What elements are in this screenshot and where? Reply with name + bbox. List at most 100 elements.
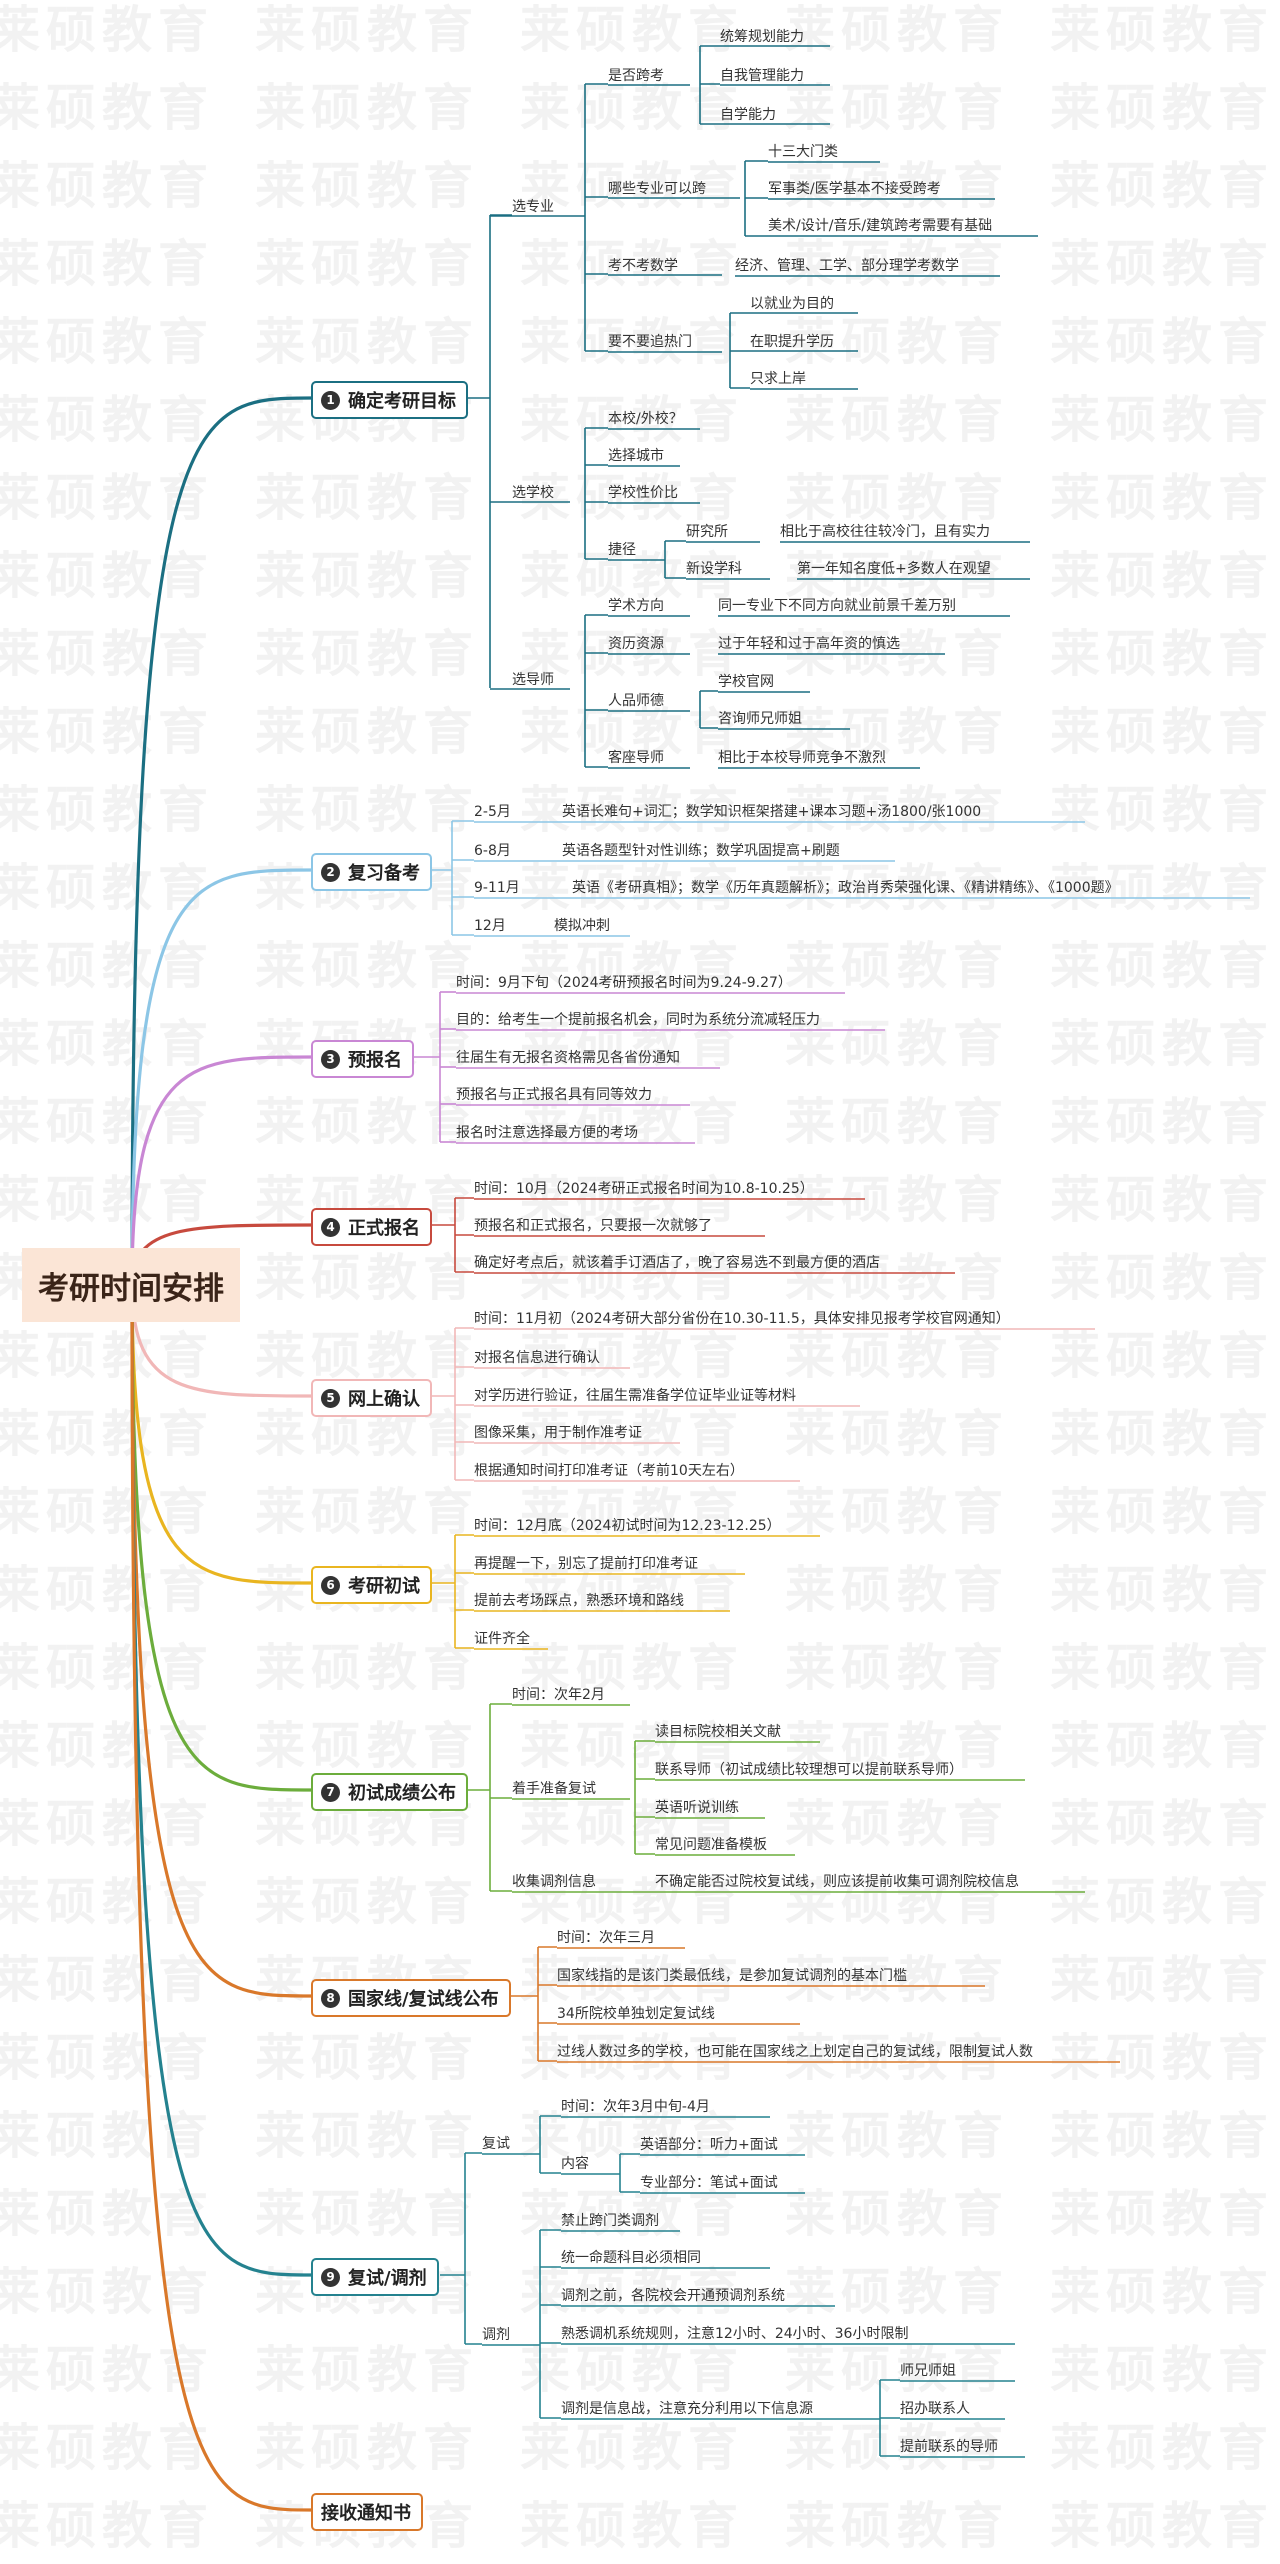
leaf-label: 学校性价比 (608, 485, 678, 501)
leaf-label: 再提醒一下，别忘了提前打印准考证 (474, 1556, 698, 1572)
leaf-label: 禁止跨门类调剂 (561, 2213, 659, 2229)
leaf-label: 招办联系人 (900, 2401, 970, 2417)
topic-label: 资历资源 (608, 636, 664, 652)
leaf-label: 提前去考场踩点，熟悉环境和路线 (474, 1593, 684, 1609)
leaf-label: 学校官网 (718, 674, 774, 690)
leaf-label: 以就业为目的 (750, 296, 834, 312)
leaf-label: 统筹规划能力 (720, 29, 804, 45)
topic-label: 客座导师 (608, 750, 664, 766)
topic-label: 调剂是信息战，注意充分利用以下信息源 (561, 2401, 813, 2417)
leaf-label: 国家线指的是该门类最低线，是参加复试调剂的基本门槛 (557, 1968, 907, 1984)
leaf-label: 时间：10月（2024考研正式报名时间为10.8-10.25） (474, 1181, 814, 1197)
section-title: 预报名 (348, 1050, 402, 1071)
section-number-badge: 8 (321, 1988, 340, 2008)
leaf-label: 选择城市 (608, 448, 664, 464)
topic-label: 要不要追热门 (608, 334, 692, 350)
topic-label: 9-11月 (474, 880, 520, 896)
leaf-label: 咨询师兄师姐 (718, 711, 802, 727)
leaf-label: 过于年轻和过于高年资的慎选 (718, 636, 900, 652)
connector-line (130, 1284, 312, 1585)
leaf-label: 十三大门类 (768, 144, 838, 160)
topic-label: 12月 (474, 918, 506, 934)
section-8[interactable]: 8 国家线/复试线公布 (311, 1979, 511, 2017)
topic-label: 新设学科 (686, 561, 742, 577)
leaf-label: 英语长难句+词汇；数学知识框架搭建+课本习题+汤1800/张1000 (562, 804, 982, 820)
leaf-label: 熟悉调机系统规则，注意12小时、24小时、36小时限制 (561, 2326, 909, 2342)
leaf-label: 师兄师姐 (900, 2363, 956, 2379)
section-title: 确定考研目标 (348, 391, 456, 412)
section-4[interactable]: 4 正式报名 (311, 1208, 432, 1246)
section-10[interactable]: 接收通知书 (311, 2493, 423, 2531)
leaf-label: 专业部分：笔试+面试 (640, 2175, 778, 2191)
leaf-label: 本校/外校？ (608, 411, 683, 427)
topic-label: 考不考数学 (608, 258, 678, 274)
leaf-label: 往届生有无报名资格需见各省份通知 (456, 1050, 680, 1066)
section-title: 国家线/复试线公布 (348, 1989, 499, 2010)
leaf-label: 根据通知时间打印准考证（考前10天左右） (474, 1463, 744, 1479)
section-7[interactable]: 7 初试成绩公布 (311, 1773, 468, 1811)
leaf-label: 自我管理能力 (720, 68, 804, 84)
section-title: 接收通知书 (321, 2503, 411, 2524)
leaf-label: 自学能力 (720, 107, 776, 123)
leaf-label: 对报名信息进行确认 (474, 1350, 600, 1366)
topic-label: 2-5月 (474, 804, 511, 820)
section-number-badge: 7 (321, 1782, 340, 1802)
leaf-label: 时间：9月下旬（2024考研预报名时间为9.24-9.27） (456, 975, 792, 991)
leaf-label: 相比于本校导师竞争不激烈 (718, 750, 886, 766)
section-2[interactable]: 2 复习备考 (311, 853, 432, 891)
leaf-label: 英语《考研真相》；数学《历年真题解析》；政治肖秀荣强化课、《精讲精练》、《100… (572, 880, 1119, 896)
section-number-badge: 1 (321, 390, 340, 410)
leaf-label: 经济、管理、工学、部分理学考数学 (735, 258, 959, 274)
root-topic: 考研时间安排 (22, 1248, 240, 1322)
topic-label: 选学校 (512, 485, 554, 501)
section-title: 初试成绩公布 (348, 1783, 456, 1804)
topic-label: 内容 (561, 2156, 589, 2172)
leaf-label: 不确定能否过院校复试线，则应该提前收集可调剂院校信息 (655, 1874, 1019, 1890)
leaf-label: 预报名与正式报名具有同等效力 (456, 1087, 652, 1103)
leaf-label: 时间：12月底（2024初试时间为12.23-12.25） (474, 1518, 781, 1534)
topic-label: 选导师 (512, 672, 554, 688)
leaf-label: 调剂之前，各院校会开通预调剂系统 (561, 2288, 785, 2304)
leaf-label: 英语听说训练 (655, 1800, 739, 1816)
connector-line (130, 1284, 312, 1998)
leaf-label: 相比于高校往往较冷门，且有实力 (780, 524, 990, 540)
leaf-label: 时间：次年三月 (557, 1930, 655, 1946)
section-number-badge: 2 (321, 862, 340, 882)
leaf-label: 统一命题科目必须相同 (561, 2250, 701, 2266)
section-title: 复试/调剂 (348, 2268, 427, 2289)
section-number-badge: 5 (321, 1388, 340, 1408)
connector-line (130, 1284, 312, 2512)
section-number-badge: 3 (321, 1049, 340, 1069)
leaf-label: 图像采集，用于制作准考证 (474, 1425, 642, 1441)
leaf-label: 在职提升学历 (750, 334, 834, 350)
leaf-label: 只求上岸 (750, 371, 806, 387)
section-number-badge: 6 (321, 1575, 340, 1595)
section-6[interactable]: 6 考研初试 (311, 1566, 432, 1604)
connector-line (130, 396, 312, 1286)
leaf-label: 军事类/医学基本不接受跨考 (768, 181, 941, 197)
connector-line (130, 1055, 312, 1286)
leaf-label: 时间：次年3月中旬-4月 (561, 2099, 710, 2115)
leaf-label: 提前联系的导师 (900, 2439, 998, 2455)
leaf-label: 同一专业下不同方向就业前景千差万别 (718, 598, 956, 614)
leaf-label: 对学历进行验证，往届生需准备学位证毕业证等材料 (474, 1388, 796, 1404)
topic-label: 哪些专业可以跨 (608, 181, 706, 197)
section-title: 正式报名 (348, 1218, 420, 1239)
leaf-label: 第一年知名度低+多数人在观望 (797, 561, 991, 577)
topic-label: 研究所 (686, 524, 728, 540)
leaf-label: 过线人数过多的学校，也可能在国家线之上划定自己的复试线，限制复试人数 (557, 2044, 1033, 2060)
section-title: 考研初试 (348, 1576, 420, 1597)
leaf-label: 读目标院校相关文献 (655, 1724, 781, 1740)
leaf-label: 目的：给考生一个提前报名机会，同时为系统分流减轻压力 (456, 1012, 820, 1028)
leaf-label: 时间：次年2月 (512, 1687, 605, 1703)
leaf-label: 证件齐全 (474, 1631, 530, 1647)
section-1[interactable]: 1 确定考研目标 (311, 381, 468, 419)
connector-line (130, 1284, 312, 1398)
section-number-badge: 4 (321, 1217, 340, 1237)
section-3[interactable]: 3 预报名 (311, 1040, 414, 1078)
section-title: 复习备考 (348, 863, 420, 884)
topic-label: 选专业 (512, 199, 554, 215)
topic-label: 学术方向 (608, 598, 664, 614)
